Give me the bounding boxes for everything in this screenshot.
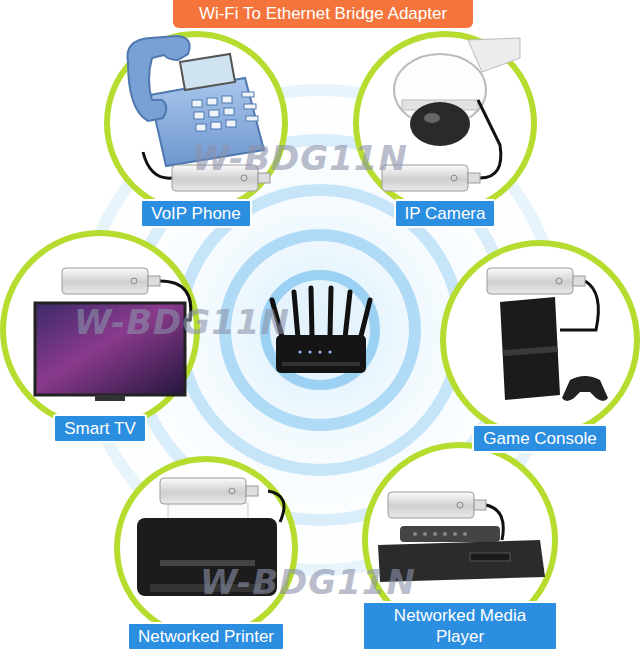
watermark: W-BDG11N — [200, 562, 416, 602]
device-label: Networked Printer — [127, 622, 285, 651]
device-label: IP Camera — [394, 199, 497, 228]
circle-border — [356, 34, 534, 212]
device-label: Game Console — [472, 424, 607, 453]
device-circle: IP Camera — [353, 31, 537, 215]
circle-border — [117, 459, 295, 637]
label-holder: Networked Printer — [114, 622, 298, 651]
label-holder: Smart TV — [0, 414, 200, 443]
device-circle: Game Console — [440, 240, 640, 440]
circle-border — [107, 34, 285, 212]
device-circle: Networked Printer — [114, 456, 298, 640]
device-circle: VoIP Phone — [104, 31, 288, 215]
circle-border — [443, 243, 637, 437]
device-label: VoIP Phone — [140, 199, 252, 228]
circle-outline — [353, 31, 537, 215]
device-label: Networked Media Player — [362, 601, 558, 651]
label-holder: VoIP Phone — [104, 199, 288, 228]
title-banner: Wi-Fi To Ethernet Bridge Adapter — [173, 0, 473, 28]
label-holder: IP Camera — [353, 199, 537, 228]
device-circle: Networked Media Player — [362, 442, 558, 638]
watermark: W-BDG11N — [192, 138, 408, 178]
circle-outline — [104, 31, 288, 215]
device-label: Smart TV — [53, 414, 146, 443]
circle-outline — [440, 240, 640, 440]
label-holder: Networked Media Player — [362, 601, 558, 651]
watermark: W-BDG11N — [74, 302, 290, 342]
circle-outline — [114, 456, 298, 640]
